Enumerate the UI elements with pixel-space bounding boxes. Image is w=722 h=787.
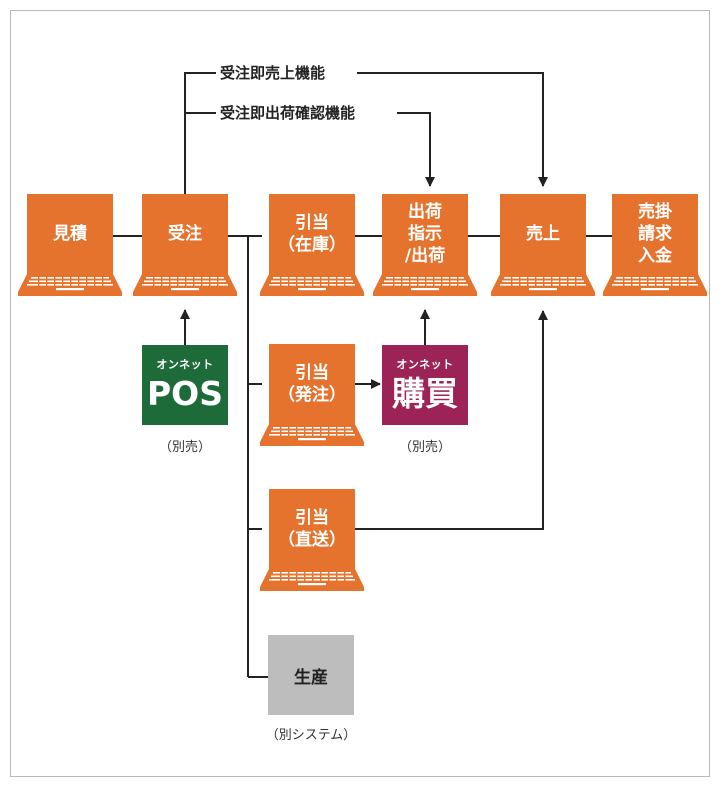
laptop-keyboard-icon xyxy=(260,424,364,446)
node-order-label: 受注 xyxy=(142,194,228,274)
laptop-keyboard-icon xyxy=(260,274,364,296)
laptop-keyboard-icon xyxy=(133,274,237,296)
node-production-label: 生産 xyxy=(294,667,328,688)
function-sales-on-order: 受注即売上機能 xyxy=(216,64,330,82)
node-alloc-stock-label: 引当 （在庫） xyxy=(269,194,355,274)
node-estimate-label: 見積 xyxy=(27,194,113,274)
diagram-frame xyxy=(10,10,710,777)
purchase-product-box: オンネット 購買 xyxy=(382,345,468,425)
function-ship-on-order: 受注即出荷確認機能 xyxy=(216,104,360,122)
purchase-main-label: 購買 xyxy=(392,374,458,413)
node-shipping-label: 出荷 指示 /出荷 xyxy=(382,194,468,274)
pos-caption: （別売） xyxy=(158,440,211,455)
laptop-keyboard-icon xyxy=(373,274,477,296)
arrow-function1-to-sales xyxy=(357,72,548,187)
purchase-sub-label: オンネット xyxy=(396,358,454,371)
pos-main-label: POS xyxy=(146,374,223,413)
arrow-function2-to-shipping xyxy=(397,112,435,187)
laptop-keyboard-icon xyxy=(260,569,364,591)
purchase-caption: （別売） xyxy=(398,440,451,455)
laptop-keyboard-icon xyxy=(491,274,595,296)
node-receivable-label: 売掛 請求 入金 xyxy=(612,194,698,274)
node-sales-label: 売上 xyxy=(500,194,586,274)
pos-product-box: オンネット POS xyxy=(142,345,228,425)
node-alloc-direct-label: 引当 （直送） xyxy=(269,489,355,569)
pos-sub-label: オンネット xyxy=(156,358,214,371)
connector-order-up xyxy=(184,72,216,194)
laptop-keyboard-icon xyxy=(603,274,707,296)
arrow-direct-to-sales xyxy=(355,310,548,530)
node-production: 生産 xyxy=(268,635,354,715)
laptop-keyboard-icon xyxy=(18,274,122,296)
production-caption: （別システム） xyxy=(265,728,357,743)
node-alloc-order-label: 引当 （発注） xyxy=(269,344,355,424)
